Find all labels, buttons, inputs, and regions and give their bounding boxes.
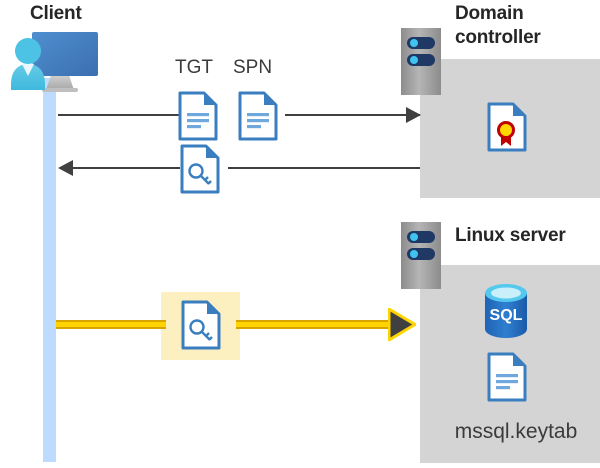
client-lifeline <box>43 78 56 462</box>
service-ticket-arrowhead <box>387 307 417 342</box>
tgt-label: TGT <box>175 57 213 78</box>
request-line-right-segment <box>285 114 420 116</box>
response-arrowhead <box>58 160 73 176</box>
linux-server-title: Linux server <box>455 225 566 246</box>
request-arrowhead <box>406 107 421 123</box>
sql-database-icon: SQL <box>483 284 529 338</box>
certificate-document-icon <box>487 102 527 152</box>
tgt-document-icon <box>178 91 218 141</box>
spn-label: SPN <box>233 57 273 78</box>
service-ticket-line-right-segment <box>236 320 396 329</box>
keytab-filename-label: mssql.keytab <box>454 420 578 443</box>
response-line-right-segment <box>228 167 420 169</box>
key-document-icon-response <box>180 144 220 194</box>
client-workstation-icon <box>8 28 104 96</box>
client-title: Client <box>30 3 82 24</box>
key-document-icon-service-ticket <box>181 300 221 350</box>
domain-controller-title: Domain controller <box>455 2 595 50</box>
domain-controller-server-icon <box>401 28 441 95</box>
keytab-document-icon <box>487 352 527 402</box>
sql-icon-label: SQL <box>490 307 523 324</box>
linux-server-rack-icon <box>401 222 441 289</box>
request-line-left-segment <box>58 114 180 116</box>
service-ticket-line-left-segment <box>56 320 166 329</box>
response-line-left-segment <box>72 167 180 169</box>
spn-document-icon <box>238 91 278 141</box>
domain-controller-title-line1: Domain <box>455 3 524 24</box>
domain-controller-title-line2: controller <box>455 27 541 48</box>
